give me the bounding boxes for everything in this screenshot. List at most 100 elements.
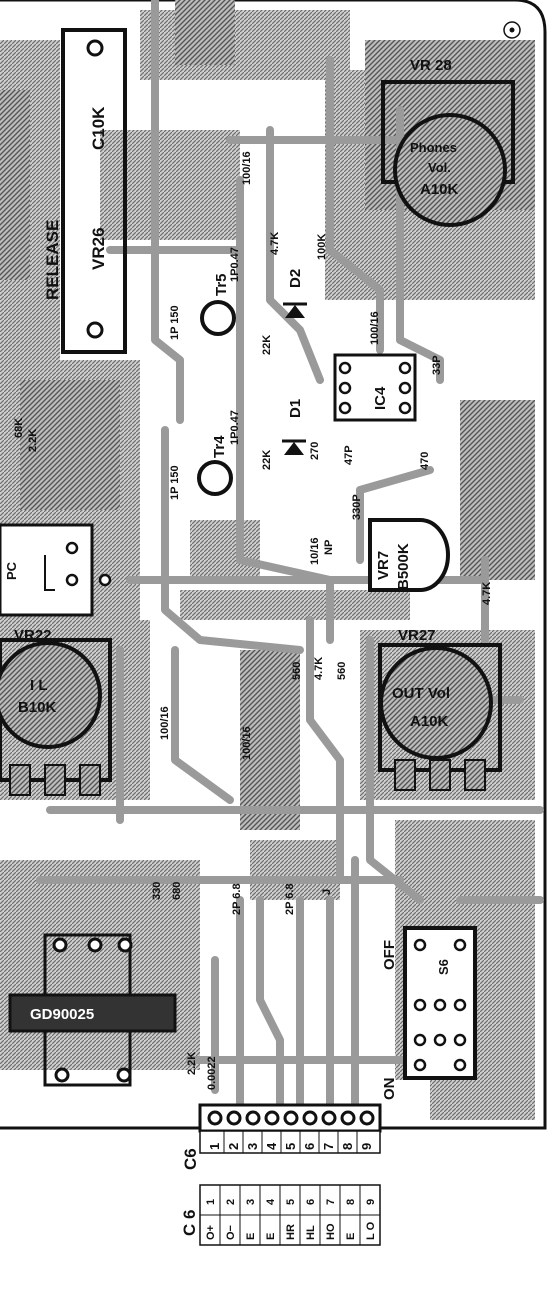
connector-pin-6: 6 xyxy=(302,1143,317,1150)
r-22k-b: 22K xyxy=(261,450,273,470)
legend-pin-1: 1 xyxy=(205,1199,217,1205)
c-33p: 33P xyxy=(431,355,443,375)
c-330p: 330P xyxy=(351,494,363,520)
vr7-label: VR7 xyxy=(375,551,392,580)
release-label: RELEASE xyxy=(43,220,62,300)
c-10-16: 10/16 xyxy=(309,537,321,565)
r-68k: 68K xyxy=(13,418,25,438)
c-100-16-b: 100/16 xyxy=(369,311,381,345)
connector-pin-3: 3 xyxy=(245,1143,260,1150)
j-label: J xyxy=(321,889,333,895)
r-330: 330 xyxy=(151,882,163,900)
r-2-2k: 2.2K xyxy=(27,429,39,452)
component-values: 100/16 100K 4.7K 1P0.47 1P 150 22K 100/1… xyxy=(13,151,493,1090)
d2-component: D2 xyxy=(283,269,307,318)
vr28-label: VR 28 xyxy=(410,57,452,74)
r-22k-a: 22K xyxy=(261,335,273,355)
legend-signal-9: L O xyxy=(365,1221,377,1240)
r-270: 270 xyxy=(309,442,321,460)
r-4-7k-b: 4.7K xyxy=(481,582,493,605)
r-680: 680 xyxy=(171,882,183,900)
legend-pin-3: 3 xyxy=(245,1199,257,1205)
r-470: 470 xyxy=(419,452,431,470)
tr4-component: Tr4 xyxy=(197,435,233,496)
tr5-component: Tr5 xyxy=(200,273,236,336)
s6-label: S6 xyxy=(436,959,451,975)
legend-signal-8: E xyxy=(345,1233,357,1240)
c-1p047-b: 1P0.47 xyxy=(229,410,241,445)
tr4-label: Tr4 xyxy=(211,435,228,458)
vr27-name: OUT Vol xyxy=(392,685,450,702)
legend-signal-4: E xyxy=(265,1233,277,1240)
tr5-label: Tr5 xyxy=(213,273,230,296)
r-560-b: 560 xyxy=(336,662,348,680)
d1-component: D1 xyxy=(282,399,306,455)
legend-signal-3: E xyxy=(245,1233,257,1240)
c-1p047-a: 1P0.47 xyxy=(229,247,241,282)
r-1p150-b: 1P 150 xyxy=(169,465,181,500)
legend-pin-6: 6 xyxy=(305,1199,317,1205)
pcb-traces xyxy=(36,0,544,1114)
gd90025-component: GD90025 xyxy=(8,933,177,1087)
c-2p68-a: 2P 6.8 xyxy=(231,883,243,915)
d2-label: D2 xyxy=(287,269,304,288)
legend-pin-8: 8 xyxy=(345,1199,357,1205)
phones-vol-label: Vol. xyxy=(428,160,451,175)
vr26-component: VR26 C10K xyxy=(61,28,127,354)
r-2-2k-b: 2.2K xyxy=(186,1052,198,1075)
r-4-7k-c: 4.7K xyxy=(313,657,325,680)
c-100-16-c: 100/16 xyxy=(159,706,171,740)
c6-legend-table: C 6 1 2 3 4 5 6 7 8 9 O+ O− E E HR HL HO… xyxy=(180,1184,381,1246)
connector-pin-1: 1 xyxy=(207,1143,222,1150)
s6-component: S6 xyxy=(403,926,477,1080)
legend-title: C 6 xyxy=(180,1210,199,1236)
connector-pin-9: 9 xyxy=(359,1143,374,1150)
connector-pin-4: 4 xyxy=(264,1142,279,1150)
legend-signal-2: O− xyxy=(225,1225,237,1240)
vr7-value: B500K xyxy=(395,543,412,590)
phones-label: Phones xyxy=(410,140,457,155)
c-47p: 47P xyxy=(343,445,355,465)
vr22-value: B10K xyxy=(18,699,57,716)
ic4-label: IC4 xyxy=(372,386,389,410)
off-label: OFF xyxy=(381,940,398,970)
np-label: NP xyxy=(323,540,335,555)
legend-pin-7: 7 xyxy=(325,1199,337,1205)
corner-hole-icon xyxy=(503,21,521,39)
pc-component: PC xyxy=(0,523,112,617)
connector-pin-8: 8 xyxy=(340,1143,355,1150)
gd90025-label: GD90025 xyxy=(30,1006,94,1023)
r-100k: 100K xyxy=(316,234,328,260)
r-1p150-a: 1P 150 xyxy=(169,305,181,340)
vr26-value: C10K xyxy=(89,106,108,150)
legend-signal-7: HO xyxy=(325,1223,337,1240)
vr22-name: I L xyxy=(30,677,48,694)
vr27-label: VR27 xyxy=(398,627,436,644)
vr22-label: VR22 xyxy=(14,627,52,644)
vr26-label: VR26 xyxy=(89,227,108,270)
connector-pin-7: 7 xyxy=(321,1143,336,1150)
vr28-component: VR 28 Phones Vol. A10K xyxy=(381,57,515,227)
r-4-7k: 4.7K xyxy=(269,232,281,255)
phones-value: A10K xyxy=(420,181,459,198)
c-00022: 0.0022 xyxy=(206,1056,218,1090)
ic4-component: IC4 xyxy=(333,353,417,422)
on-label: ON xyxy=(381,1078,398,1101)
d1-label: D1 xyxy=(287,399,304,418)
connector-pin-5: 5 xyxy=(283,1143,298,1150)
vr22-component: VR22 I L B10K xyxy=(0,627,112,796)
legend-pin-5: 5 xyxy=(285,1199,297,1205)
c6-connector: 1 2 3 4 5 6 7 8 9 C6 xyxy=(181,1103,382,1170)
legend-signal-1: O+ xyxy=(205,1225,217,1240)
vr27-component: VR27 OUT Vol A10K xyxy=(378,627,502,791)
r-560-a: 560 xyxy=(291,662,303,680)
pc-label: PC xyxy=(4,561,19,580)
legend-pin-2: 2 xyxy=(225,1199,237,1205)
c-2p68-b: 2P 6.8 xyxy=(284,883,296,915)
legend-pin-9: 9 xyxy=(365,1199,377,1205)
legend-signal-5: HR xyxy=(285,1224,297,1240)
vr7-component: VR7 B500K xyxy=(368,518,450,592)
legend-pin-4: 4 xyxy=(265,1198,277,1205)
